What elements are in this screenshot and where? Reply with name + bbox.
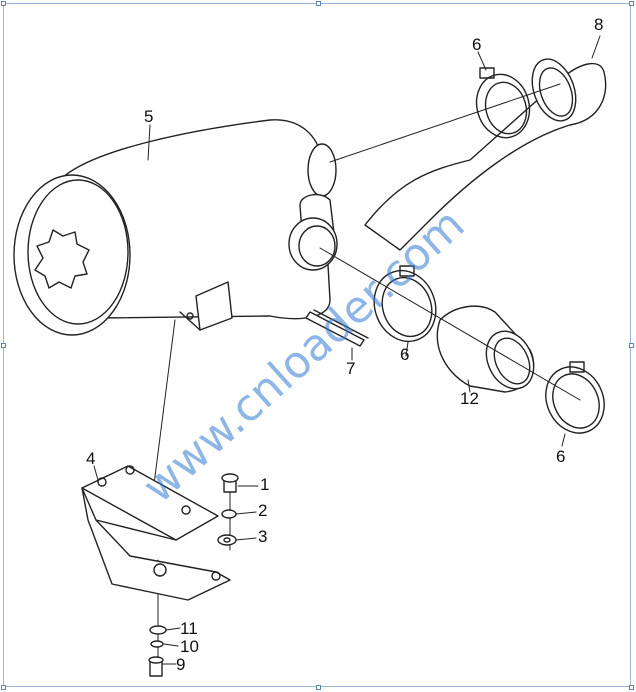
intake-elbow-pipe: [364, 58, 607, 251]
rubber-hose: [436, 305, 535, 393]
callout-8: 8: [594, 15, 603, 34]
mounting-bracket: [81, 465, 231, 601]
resize-handle-bottom-center[interactable]: [316, 685, 321, 690]
callout-6-upper: 6: [472, 35, 481, 54]
resize-handle-bottom-left[interactable]: [1, 685, 6, 690]
resize-handle-middle-right[interactable]: [629, 343, 634, 348]
resize-handle-middle-left[interactable]: [1, 343, 6, 348]
callout-1: 1: [260, 475, 269, 494]
callout-10: 10: [180, 637, 199, 656]
callout-7: 7: [346, 359, 355, 378]
resize-handle-top-right[interactable]: [629, 1, 634, 6]
callout-labels: 5 6 8 6 7 12 6 4 1 2 3 11 10 9: [86, 15, 603, 674]
resize-handle-top-left[interactable]: [1, 1, 6, 6]
air-filter-body: [13, 119, 338, 336]
callout-12: 12: [460, 389, 479, 408]
callout-3: 3: [258, 527, 267, 546]
fastener-stack-bottom: [148, 625, 167, 677]
resize-handle-top-center[interactable]: [316, 1, 321, 6]
callout-5: 5: [144, 107, 153, 126]
fastener-stack-right: [217, 473, 239, 546]
callout-11: 11: [180, 619, 198, 638]
callout-6-lower: 6: [556, 447, 565, 466]
resize-handle-bottom-right[interactable]: [629, 685, 634, 690]
hose-clamp-upper: [475, 67, 531, 139]
callout-2: 2: [258, 501, 267, 520]
callout-leaders: [93, 35, 601, 665]
hose-clamp-middle: [373, 265, 437, 343]
hose-clamp-lower: [545, 361, 605, 434]
callout-9: 9: [176, 655, 185, 674]
callout-4: 4: [86, 449, 95, 468]
callout-6-middle: 6: [400, 345, 409, 364]
seal-strip: [305, 309, 369, 347]
